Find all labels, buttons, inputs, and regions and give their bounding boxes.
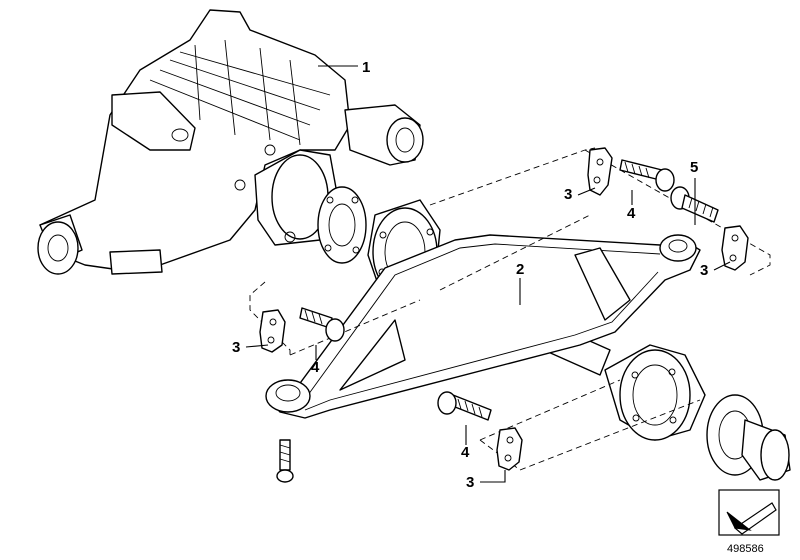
callout-4-top: 4 bbox=[627, 205, 636, 222]
callout-3-right: 3 bbox=[700, 262, 708, 279]
trailing-arm bbox=[265, 234, 701, 419]
bolt-part-5 bbox=[670, 186, 719, 223]
differential-housing bbox=[37, 9, 424, 275]
callout-4-left: 4 bbox=[311, 359, 320, 376]
callout-3-bottom: 3 bbox=[466, 474, 474, 491]
clamp-plates bbox=[259, 147, 749, 471]
outer-cv-joint bbox=[604, 344, 791, 481]
callout-4-bottom: 4 bbox=[461, 444, 470, 461]
callout-1: 1 bbox=[362, 59, 370, 76]
reference-box bbox=[718, 489, 780, 536]
reference-number: 498586 bbox=[727, 543, 764, 555]
callout-3-left: 3 bbox=[232, 339, 240, 356]
leader-lines bbox=[245, 65, 731, 483]
arrow-direction-icon bbox=[726, 502, 777, 535]
callout-labels: 1 2 3 4 5 3 3 4 4 3 bbox=[232, 59, 708, 491]
callout-2: 2 bbox=[516, 261, 524, 278]
bolts bbox=[276, 159, 675, 483]
callout-5: 5 bbox=[690, 159, 698, 176]
callout-3-top: 3 bbox=[564, 186, 572, 203]
